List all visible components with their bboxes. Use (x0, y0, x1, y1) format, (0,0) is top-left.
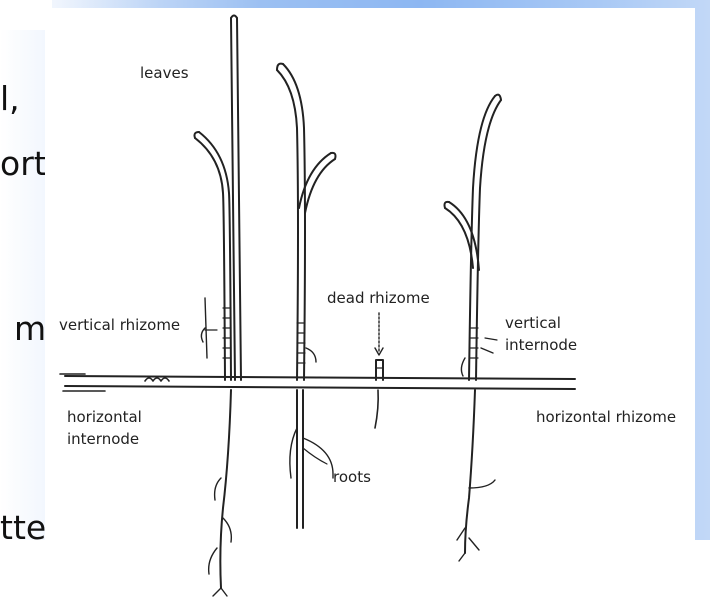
label-horizontal-rhizome: horizontal rhizome (536, 408, 676, 426)
label-horizontal-internode-line2: internode (67, 430, 139, 448)
slide-text-fragment: l, (0, 82, 20, 115)
plant-1-shoot (195, 16, 242, 381)
plant-3-shoot (445, 95, 502, 380)
vertical-internode-pointer (485, 338, 497, 340)
rhizome-diagram: leaves vertical rhizome dead rhizome ver… (45, 8, 695, 600)
plant-2-shoot (277, 64, 336, 380)
label-vertical-internode-line2: internode (505, 336, 577, 354)
slide-text-fragment: m (14, 312, 46, 345)
rhizome-diagram-panel: leaves vertical rhizome dead rhizome ver… (45, 8, 695, 600)
label-horizontal-internode-line1: horizontal (67, 408, 142, 426)
slide-text-fragment: tte (0, 511, 46, 544)
label-vertical-rhizome: vertical rhizome (59, 316, 180, 334)
label-roots: roots (333, 468, 371, 486)
label-vertical-internode-line1: vertical (505, 314, 561, 332)
slide-text-fragment: ort (0, 147, 47, 180)
roots-group (209, 390, 495, 596)
dead-rhizome-stub (375, 313, 383, 380)
horizontal-rhizome-stem (60, 374, 575, 391)
label-dead-rhizome: dead rhizome (327, 289, 430, 307)
label-leaves: leaves (140, 64, 189, 82)
